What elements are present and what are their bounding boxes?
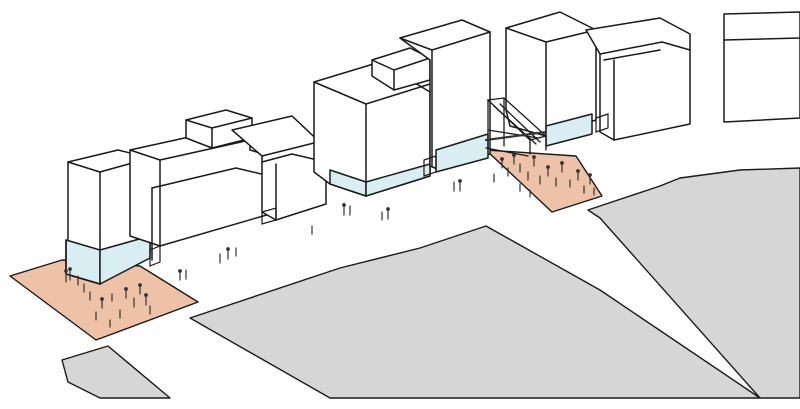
plazas: [9, 149, 603, 341]
people-left-plaza: [64, 267, 151, 328]
grey-ground-right: [587, 167, 800, 399]
building-h-distant: [723, 11, 800, 123]
grey-ground-center: [189, 225, 761, 399]
pergola-base: [484, 130, 548, 142]
entrance-details: [149, 113, 609, 267]
people-right-plaza: [500, 153, 595, 198]
building-b-slab: [129, 127, 271, 261]
pergola-canopy: [484, 97, 548, 157]
building-d: [313, 61, 431, 197]
grey-ground-left: [61, 345, 171, 399]
building-f-tower: [505, 11, 597, 147]
plaza-left: [9, 259, 199, 341]
people-street: [178, 173, 495, 281]
building-d-roof-box: [371, 47, 431, 91]
ground-areas: [61, 167, 800, 399]
people: [64, 153, 595, 328]
building-g: [585, 17, 691, 141]
buildings: [65, 11, 800, 285]
building-e-tower: [399, 19, 491, 173]
